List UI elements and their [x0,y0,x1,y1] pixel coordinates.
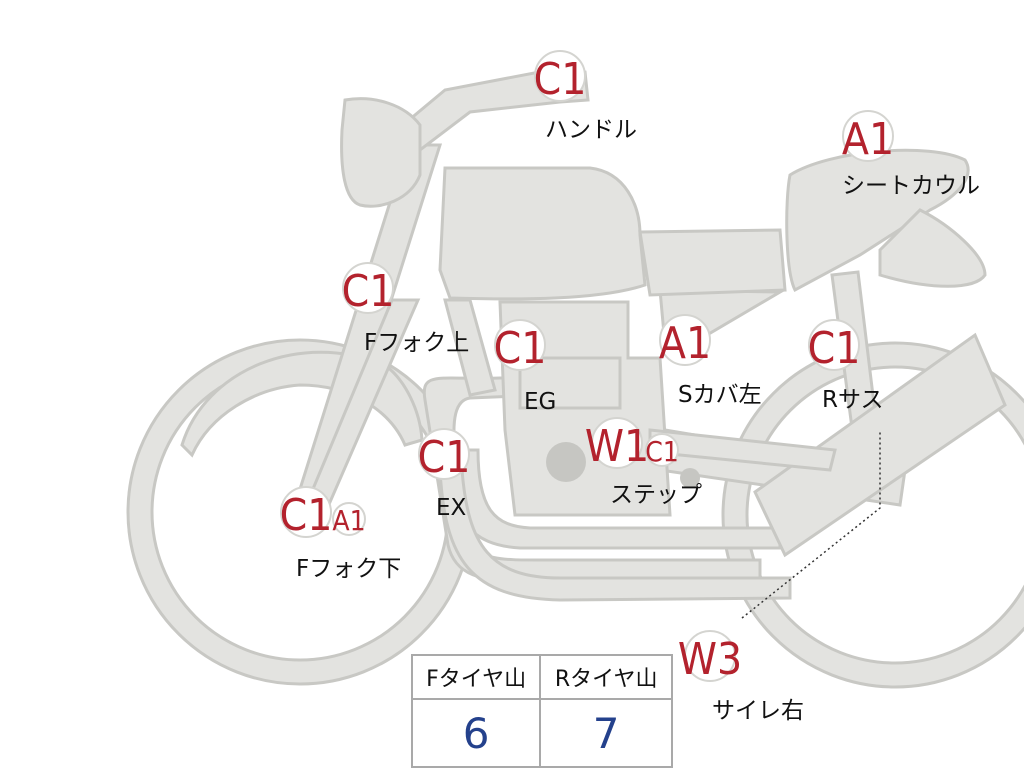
rear-tire-header: Rタイヤ山 [539,654,673,700]
tire-tread-table: Fタイヤ山 Rタイヤ山 6 7 [410,654,673,768]
exhaust-pipe-bottom [438,468,792,602]
marker-exhaust: C1 EX [418,428,471,521]
marker-circle [684,630,736,682]
headlight [340,97,422,208]
damage-code: C1 [280,490,333,541]
front-tire-header: Fタイヤ山 [410,654,542,700]
part-label: EX [436,495,467,521]
marker-circle [418,428,470,480]
part-label: シートカウル [842,173,980,199]
marker-circle [280,486,332,538]
rear-tire-value: 7 [539,698,673,768]
silencer-leader-line [741,430,881,619]
damage-code: A1 [842,114,894,165]
part-label: ハンドル [545,117,637,143]
marker-step: W1 C1 ステップ [585,417,702,508]
engine-sprocket [680,468,700,488]
part-label: EG [524,389,556,415]
part-label: サイレ右 [712,698,804,724]
tail-light [878,208,987,288]
part-label: Sカバ左 [678,382,762,408]
marker-fork-lower: C1 A1 Fフォク下 [280,486,401,582]
part-label: Fフォク上 [364,330,469,356]
part-label: Rサス [822,387,884,413]
marker-circle [494,319,546,371]
marker-seat-cowl: A1 シートカウル [842,110,980,199]
table-value-row: 6 7 [410,698,673,768]
seat-frame [638,228,787,297]
marker-circle [842,110,894,162]
marker-handle: C1 ハンドル [534,50,637,143]
damage-code: C1 [808,323,861,374]
damage-code: C1 [534,54,587,105]
engine-head [518,356,622,410]
frame-down-tube [443,298,497,397]
silencer [753,332,1007,558]
marker-circle [591,417,643,469]
damage-code: W3 [678,634,742,685]
damage-code: C1 [342,266,395,317]
damage-code: A1 [332,504,365,537]
damage-code: A1 [659,318,711,369]
marker-fork-upper: C1 Fフォク上 [342,262,469,356]
part-label: ステップ [610,482,702,508]
marker-circle [342,262,394,314]
marker-circle [659,314,711,366]
marker-rear-suspension: C1 Rサス [808,319,884,413]
damage-code: C1 [494,323,547,374]
engine-cover [546,442,586,482]
marker-circle-small [332,502,366,536]
part-label: Fフォク下 [296,556,401,582]
marker-silencer: W3 サイレ右 [678,630,804,724]
marker-side-cover: A1 Sカバ左 [659,314,762,408]
damage-code: C1 [645,435,679,468]
marker-circle [808,319,860,371]
table-header-row: Fタイヤ山 Rタイヤ山 [410,654,673,700]
damage-code: W1 [585,421,649,472]
marker-engine: C1 EG [494,319,556,415]
marker-circle-small [645,433,679,467]
damage-code: C1 [418,432,471,483]
front-tire-value: 6 [410,698,542,768]
handlebar [381,68,590,152]
marker-circle [534,50,586,102]
fuel-tank [438,166,647,301]
